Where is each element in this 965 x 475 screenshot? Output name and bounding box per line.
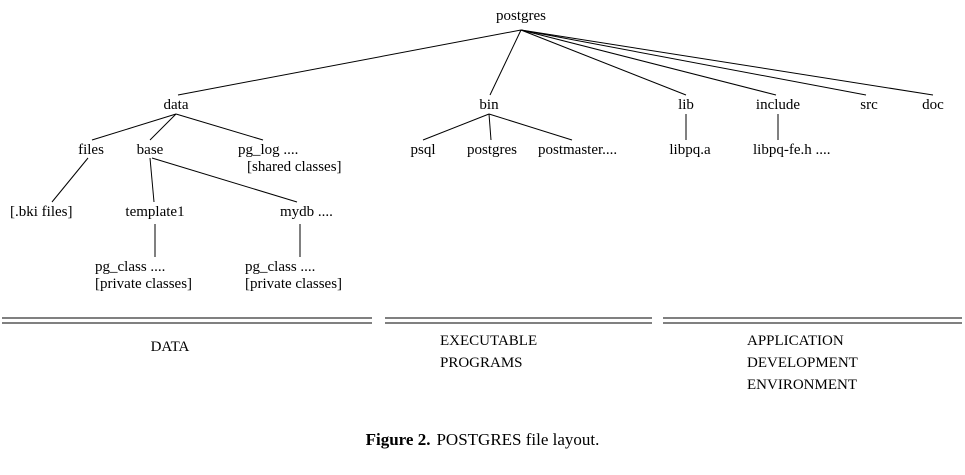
section-label-development: DEVELOPMENT — [747, 355, 858, 371]
node-libpq-a: libpq.a — [669, 142, 711, 158]
section-label-environment: ENVIRONMENT — [747, 377, 857, 393]
node-files: files — [78, 142, 104, 158]
section-label-programs: PROGRAMS — [440, 355, 523, 371]
node-pg-log: pg_log .... — [238, 142, 299, 158]
edge-data-pglog — [175, 113, 264, 141]
edge-bin-postgres — [488, 113, 492, 141]
node-mydb: mydb .... — [280, 204, 333, 220]
edge-bin-postmaster — [488, 113, 573, 141]
node-postgres: postgres — [496, 8, 546, 24]
node-postmaster: postmaster.... — [538, 142, 618, 158]
node-include: include — [755, 97, 801, 113]
edge-data-base — [149, 113, 177, 141]
node-doc: doc — [922, 97, 944, 113]
edge-postgres-doc — [520, 29, 934, 96]
node-psql: psql — [410, 142, 436, 158]
edge-base-mydb — [151, 157, 298, 203]
node-template1: template1 — [125, 204, 185, 220]
node-pg-class-mydb: pg_class .... — [245, 259, 316, 275]
edge-base-template1 — [149, 157, 155, 203]
node-shared-classes-note: [shared classes] — [247, 159, 342, 175]
node-libpq-fe-h: libpq-fe.h .... — [753, 142, 831, 158]
edge-data-files — [91, 113, 177, 141]
edge-postgres-lib — [520, 29, 687, 96]
node-src: src — [860, 97, 878, 113]
node-base: base — [136, 142, 164, 158]
edge-postgres-bin — [489, 29, 522, 96]
node-data: data — [163, 97, 189, 113]
figure-caption-text: POSTGRES file layout. — [436, 430, 600, 449]
edge-files-bki — [51, 157, 89, 203]
node-bin: bin — [479, 97, 499, 113]
section-label-application: APPLICATION — [747, 333, 844, 349]
section-label-executable: EXECUTABLE — [440, 333, 538, 349]
edge-postgres-include — [520, 29, 777, 96]
node-bki-files: [.bki files] — [10, 204, 73, 220]
figure-caption: Figure 2. POSTGRES file layout. — [0, 430, 965, 450]
node-pg-class-template1: pg_class .... — [95, 259, 166, 275]
node-private-classes-mydb: [private classes] — [245, 276, 343, 292]
node-private-classes-template1: [private classes] — [95, 276, 193, 292]
node-postgres-bin: postgres — [467, 142, 517, 158]
edge-bin-psql — [422, 113, 490, 141]
section-label-data: DATA — [150, 339, 190, 355]
figure-caption-label: Figure 2. — [365, 430, 431, 449]
node-lib: lib — [678, 97, 694, 113]
edge-postgres-data — [177, 29, 522, 96]
edge-postgres-src — [520, 29, 867, 96]
